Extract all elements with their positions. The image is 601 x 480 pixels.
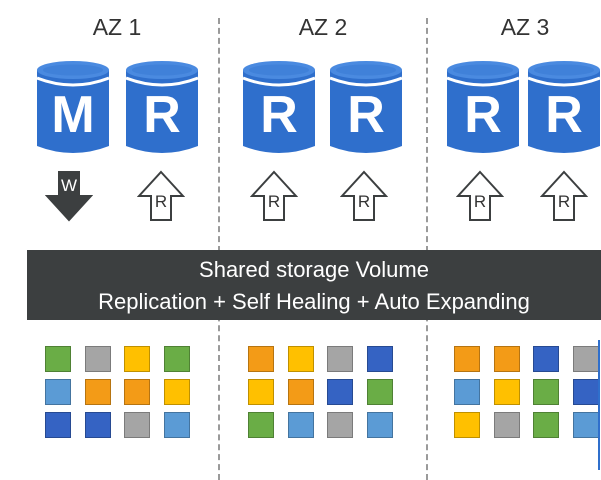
storage-block	[327, 412, 354, 438]
storage-block	[572, 379, 599, 405]
write-label: W	[60, 176, 78, 195]
storage-block	[572, 412, 599, 438]
banner-subtitle: Replication + Self Healing + Auto Expand…	[98, 289, 530, 314]
storage-block	[163, 346, 190, 372]
storage-block	[287, 412, 314, 438]
database-icon: R	[243, 60, 315, 156]
storage-block	[163, 412, 190, 438]
database-letter: M	[51, 86, 95, 144]
database-icon: R	[447, 60, 519, 156]
storage-block	[366, 379, 393, 405]
read-up-arrow-icon: R	[339, 170, 389, 222]
storage-block	[45, 379, 71, 405]
az-divider-1	[218, 18, 220, 480]
storage-block	[84, 412, 111, 438]
storage-block	[572, 346, 599, 372]
az-1-label: AZ 1	[92, 14, 142, 40]
storage-block	[454, 346, 480, 372]
storage-block	[163, 379, 190, 405]
storage-block	[124, 346, 151, 372]
storage-block	[493, 346, 520, 372]
storage-block	[366, 412, 393, 438]
storage-block	[327, 346, 354, 372]
storage-block	[84, 379, 111, 405]
storage-block	[493, 379, 520, 405]
banner-title: Shared storage Volume	[199, 257, 429, 282]
read-label: R	[357, 192, 371, 211]
read-up-arrow-icon: R	[539, 170, 589, 222]
storage-block	[454, 379, 480, 405]
storage-block	[248, 412, 274, 438]
storage-block	[124, 412, 151, 438]
database-letter: R	[143, 86, 181, 144]
edge-accent-line	[598, 340, 600, 470]
az-divider-2	[426, 18, 428, 480]
az-3-label: AZ 3	[500, 14, 550, 40]
storage-block	[248, 346, 274, 372]
storage-block	[493, 412, 520, 438]
read-label: R	[154, 192, 168, 211]
write-down-arrow-icon: W	[44, 170, 94, 222]
storage-block	[248, 379, 274, 405]
storage-block	[84, 346, 111, 372]
shared-storage-banner: Shared storage Volume Replication + Self…	[27, 250, 601, 320]
az-2-label: AZ 2	[298, 14, 348, 40]
read-label: R	[473, 192, 487, 211]
storage-block	[45, 346, 71, 372]
storage-block	[533, 346, 560, 372]
read-label: R	[267, 192, 281, 211]
read-label: R	[557, 192, 571, 211]
database-letter: R	[464, 86, 502, 144]
storage-block	[287, 379, 314, 405]
storage-block	[287, 346, 314, 372]
storage-block	[124, 379, 151, 405]
storage-block	[45, 412, 71, 438]
storage-block	[533, 412, 560, 438]
read-up-arrow-icon: R	[249, 170, 299, 222]
storage-block	[327, 379, 354, 405]
read-up-arrow-icon: R	[136, 170, 186, 222]
database-letter: R	[545, 86, 583, 144]
storage-block	[366, 346, 393, 372]
database-icon: R	[126, 60, 198, 156]
database-icon: R	[330, 60, 402, 156]
database-letter: R	[260, 86, 298, 144]
storage-block	[454, 412, 480, 438]
database-icon: M	[37, 60, 109, 156]
read-up-arrow-icon: R	[455, 170, 505, 222]
database-letter: R	[347, 86, 385, 144]
database-icon: R	[528, 60, 600, 156]
storage-block	[533, 379, 560, 405]
